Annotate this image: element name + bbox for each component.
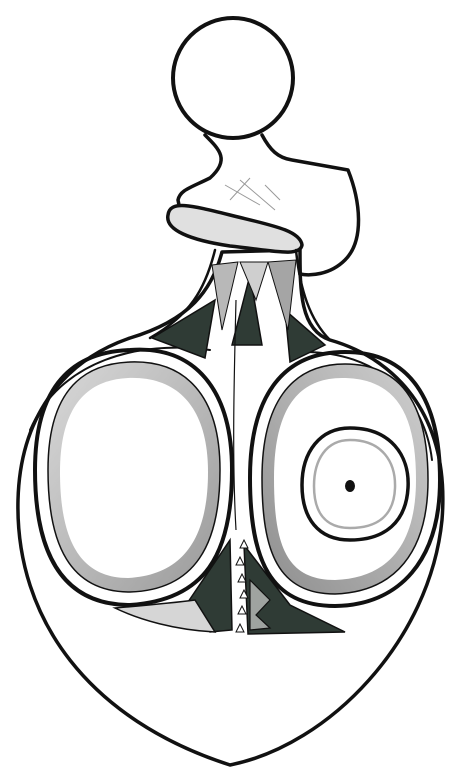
grey-facet-3 (240, 262, 268, 300)
neck-sketch-lines (225, 178, 280, 210)
dark-region-left (152, 300, 215, 358)
collar-ring (168, 206, 302, 253)
left-cavity-lumen (60, 378, 208, 578)
neck-stalk (178, 135, 221, 210)
head-circle (173, 18, 293, 138)
neck-stalk-right (262, 135, 359, 275)
target-center-dot (345, 480, 355, 492)
grey-facet-1 (212, 262, 238, 330)
